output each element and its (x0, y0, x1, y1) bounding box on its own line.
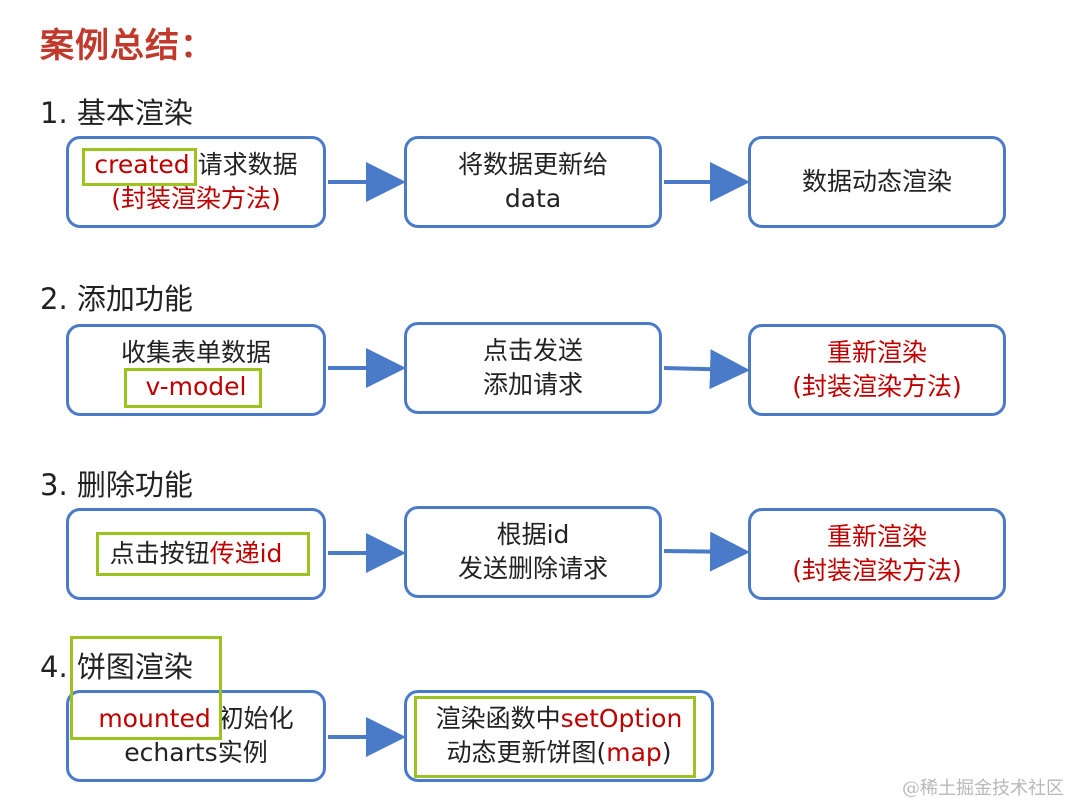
step-1-text: 初始化 (210, 704, 294, 733)
highlight-created (82, 148, 197, 186)
step-1-line-2: v-model (145, 372, 247, 401)
step-2-line-1: 点击发送 (482, 336, 583, 365)
section-1-heading: 1. 基本渲染 (40, 96, 193, 130)
step-2-keyword-2: map (606, 738, 662, 767)
page-title: 案例总结： (40, 26, 215, 66)
section-3-step-3: 重新渲染 (封装渲染方法) (748, 508, 1006, 600)
section-3-step-1: 点击按钮传递id (66, 508, 326, 600)
step-3-line-2: (封装渲染方法) (792, 372, 962, 401)
step-1-keyword: created (94, 150, 190, 179)
step-2-text-3: ) (661, 738, 672, 767)
section-2-step-2: 点击发送 添加请求 (404, 322, 662, 414)
watermark: @稀土掘金技术社区 (902, 778, 1064, 799)
step-2-text: 渲染函数中 (435, 704, 561, 733)
highlight-click-button (96, 532, 310, 576)
step-2-line-2: data (504, 184, 562, 213)
step-1-line-1: 收集表单数据 (120, 338, 271, 367)
step-3-line-1: 重新渲染 (826, 338, 927, 367)
section-1-step-3: 数据动态渲染 (748, 136, 1006, 228)
section-1-step-1: created 请求数据 (封装渲染方法) (66, 136, 326, 228)
step-2-text-2: 动态更新饼图( (446, 738, 607, 767)
step-2-line-1: 将数据更新给 (457, 150, 608, 179)
step-2-line-1: 根据id (496, 520, 570, 549)
highlight-setoption (414, 696, 696, 778)
step-1-note: (封装渲染方法) (111, 184, 281, 213)
step-1-keyword: mounted (98, 704, 211, 733)
section-2-step-3: 重新渲染 (封装渲染方法) (748, 324, 1006, 416)
step-1-keyword: 传递id (209, 539, 283, 568)
arrow-2-2 (663, 349, 750, 390)
arrow-3-2 (663, 531, 750, 572)
section-1-step-2: 将数据更新给 data (404, 136, 662, 228)
highlight-v-model (124, 368, 262, 408)
step-2-line-2: 发送删除请求 (457, 554, 608, 583)
step-3-line-1: 重新渲染 (826, 522, 927, 551)
section-4-heading: 4. 饼图渲染 (40, 650, 193, 684)
section-2-heading: 2. 添加功能 (40, 282, 193, 316)
step-1-line-2: echarts实例 (124, 738, 268, 767)
step-3-line-2: (封装渲染方法) (792, 556, 962, 585)
step-1-text: 请求数据 (189, 150, 298, 179)
section-3-step-2: 根据id 发送删除请求 (404, 506, 662, 598)
section-4-step-1: mounted 初始化 echarts实例 (66, 690, 326, 782)
section-3-heading: 3. 删除功能 (40, 468, 193, 502)
step-3-line-1: 数据动态渲染 (801, 167, 952, 196)
highlight-mounted (70, 636, 222, 740)
step-1-text: 点击按钮 (109, 539, 210, 568)
step-2-keyword: setOption (560, 704, 683, 733)
section-4-step-2: 渲染函数中setOption 动态更新饼图(map) (404, 690, 714, 782)
step-2-line-2: 添加请求 (482, 370, 583, 399)
